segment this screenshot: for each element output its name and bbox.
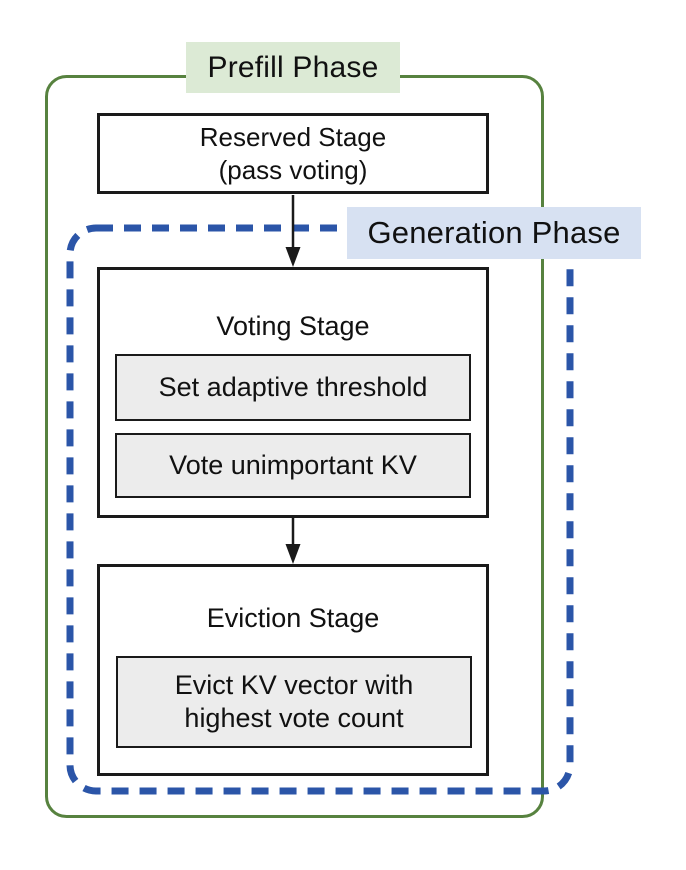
step-evict-kv-vector: Evict KV vector with highest vote count <box>116 656 472 748</box>
reserved-stage-title-line2: (pass voting) <box>218 154 368 185</box>
eviction-stage-title: Eviction Stage <box>206 603 380 633</box>
step-set-adaptive-threshold-label: Set adaptive threshold <box>158 372 428 402</box>
prefill-phase-label: Prefill Phase <box>186 42 400 93</box>
step-evict-kv-line2: highest vote count <box>184 703 404 733</box>
voting-stage-box: Voting Stage Set adaptive threshold Vote… <box>97 267 489 518</box>
step-set-adaptive-threshold: Set adaptive threshold <box>115 354 471 421</box>
generation-phase-label: Generation Phase <box>347 207 641 259</box>
step-vote-unimportant-kv-label: Vote unimportant KV <box>169 450 417 480</box>
flow-arrow-reserved-to-voting-icon <box>285 195 301 267</box>
step-vote-unimportant-kv: Vote unimportant KV <box>115 433 471 498</box>
flow-arrow-voting-to-eviction-icon <box>285 518 301 564</box>
reserved-stage-title-line1: Reserved Stage <box>199 121 387 152</box>
eviction-stage-box: Eviction Stage Evict KV vector with high… <box>97 564 489 776</box>
step-evict-kv-line1: Evict KV vector with <box>174 670 414 700</box>
voting-stage-title: Voting Stage <box>216 311 370 341</box>
generation-phase-border <box>66 224 574 795</box>
reserved-stage-box: Reserved Stage (pass voting) <box>97 113 489 194</box>
